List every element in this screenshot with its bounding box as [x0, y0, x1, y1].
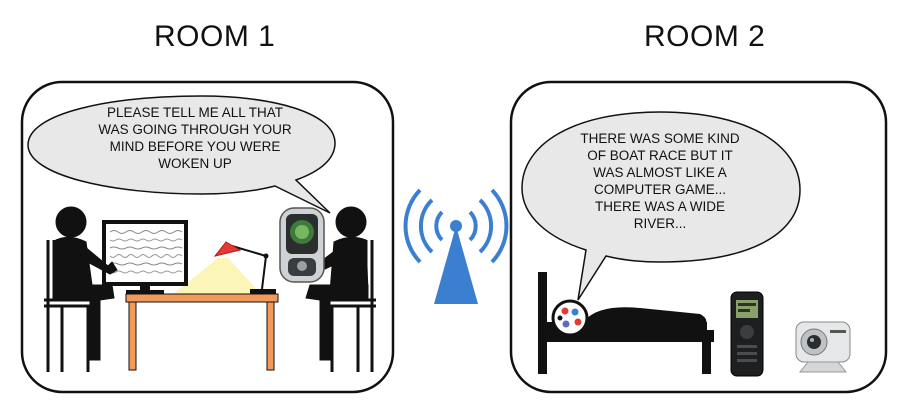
- webcam-icon: [795, 321, 851, 373]
- room1-speech-line: WOKEN UP: [158, 156, 232, 171]
- room1-speech-text: PLEASE TELL ME ALL THAT WAS GOING THROUG…: [60, 104, 330, 172]
- room1-speech-line: PLEASE TELL ME ALL THAT: [106, 105, 284, 120]
- voice-recorder-icon: [730, 291, 764, 377]
- room1-speech-line: WAS GOING THROUGH YOUR: [98, 122, 292, 137]
- room2-title: ROOM 2: [644, 20, 766, 53]
- room2-speech-line: COMPUTER GAME...: [593, 182, 726, 197]
- lamp-light-beam: [172, 258, 262, 295]
- room2-speech-line: OF BOAT RACE BUT IT: [587, 148, 733, 163]
- wireless-signal-icon: [403, 188, 509, 304]
- electrode-cap-icon: [551, 299, 589, 337]
- chair-left: [44, 240, 92, 372]
- room2-speech-bubble: [521, 111, 801, 301]
- room1-speech-line: MIND BEFORE YOU WERE: [109, 139, 281, 154]
- walkie-talkie-icon: [279, 207, 325, 283]
- experimenter-silhouette: [55, 206, 118, 361]
- desk-lamp-icon: [213, 241, 276, 294]
- participant-silhouette: [301, 206, 369, 361]
- room1-title: ROOM 1: [154, 20, 276, 53]
- room1-speech-bubble: [27, 95, 336, 214]
- eeg-monitor-icon: [102, 220, 188, 294]
- room2-speech-text: THERE WAS SOME KIND OF BOAT RACE BUT IT …: [540, 130, 780, 232]
- room2-speech-line: RIVER...: [633, 216, 687, 231]
- desk: [125, 293, 279, 371]
- room2-speech-line: WAS ALMOST LIKE A: [593, 165, 727, 180]
- room2-speech-line: THERE WAS A WIDE: [594, 199, 726, 214]
- chair-right: [328, 240, 376, 372]
- room2-speech-line: THERE WAS SOME KIND: [580, 131, 740, 146]
- bed-icon: [538, 272, 714, 374]
